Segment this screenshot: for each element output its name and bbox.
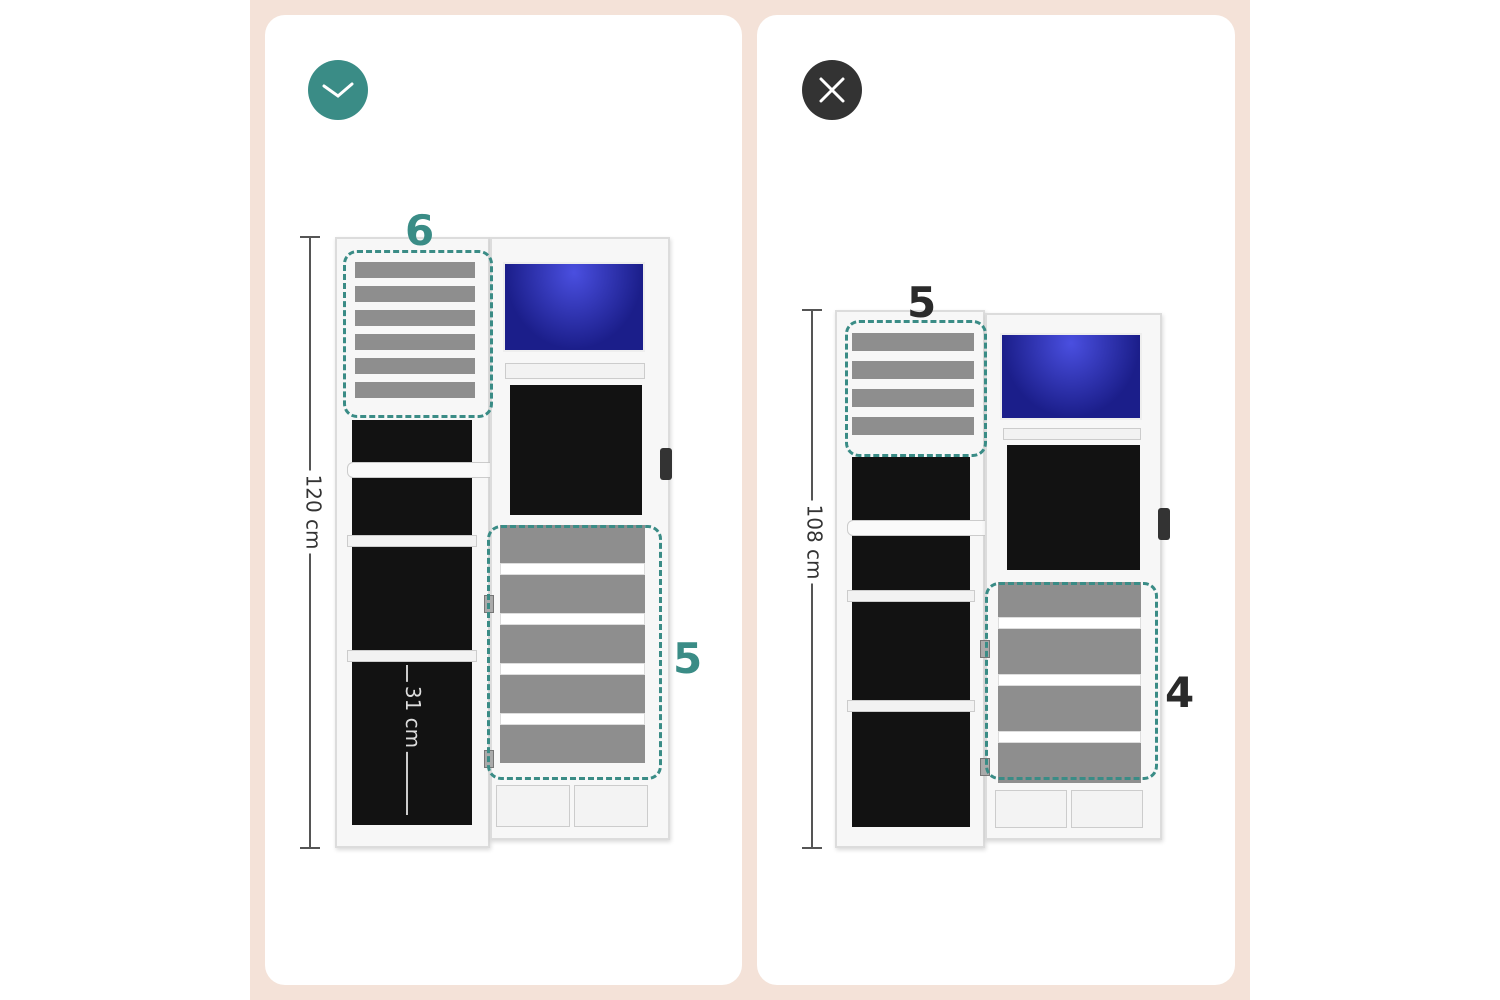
hook-strip [847, 700, 975, 712]
cosmetic-shelves [998, 582, 1141, 783]
top-highlight [343, 250, 493, 418]
door-mirror-back [352, 420, 472, 825]
dimension-cap [300, 847, 320, 849]
hook-strip [847, 590, 975, 602]
door-mirror-back [852, 457, 970, 827]
hook-strip [505, 363, 645, 379]
jewelry-compartment [510, 385, 642, 515]
top-highlight [845, 320, 987, 457]
lock-icon [1158, 508, 1170, 540]
drawer [995, 790, 1067, 828]
necklace-hanger [347, 462, 497, 478]
gap-label: 31 cm [401, 681, 426, 753]
hook-strip [347, 650, 477, 662]
necklace-hanger [847, 520, 995, 536]
jewelry-compartment [1007, 445, 1140, 570]
lock-icon [660, 448, 672, 480]
height-label: 108 cm [802, 500, 827, 584]
bottom-highlight [985, 582, 1158, 780]
dimension-cap [802, 309, 822, 311]
dimension-cap [802, 847, 822, 849]
dimension-cap [300, 236, 320, 238]
hook-strip [347, 535, 477, 547]
close-icon [802, 60, 862, 120]
height-label: 120 cm [301, 470, 326, 554]
led-compartment [1000, 333, 1142, 420]
drawer [1071, 790, 1143, 828]
led-compartment [503, 262, 645, 352]
top-shelf-count: 5 [907, 278, 937, 327]
bottom-shelf-count: 4 [1165, 668, 1195, 717]
hook-strip [1003, 428, 1141, 440]
door-mirror-shelves [355, 262, 475, 398]
bottom-shelf-count: 5 [673, 634, 703, 683]
cosmetic-shelves [500, 525, 645, 763]
drawer [496, 785, 570, 827]
check-icon [308, 60, 368, 120]
drawer [574, 785, 648, 827]
top-shelf-count: 6 [405, 206, 435, 255]
door-mirror-shelves [852, 333, 974, 435]
bottom-highlight [487, 525, 662, 780]
